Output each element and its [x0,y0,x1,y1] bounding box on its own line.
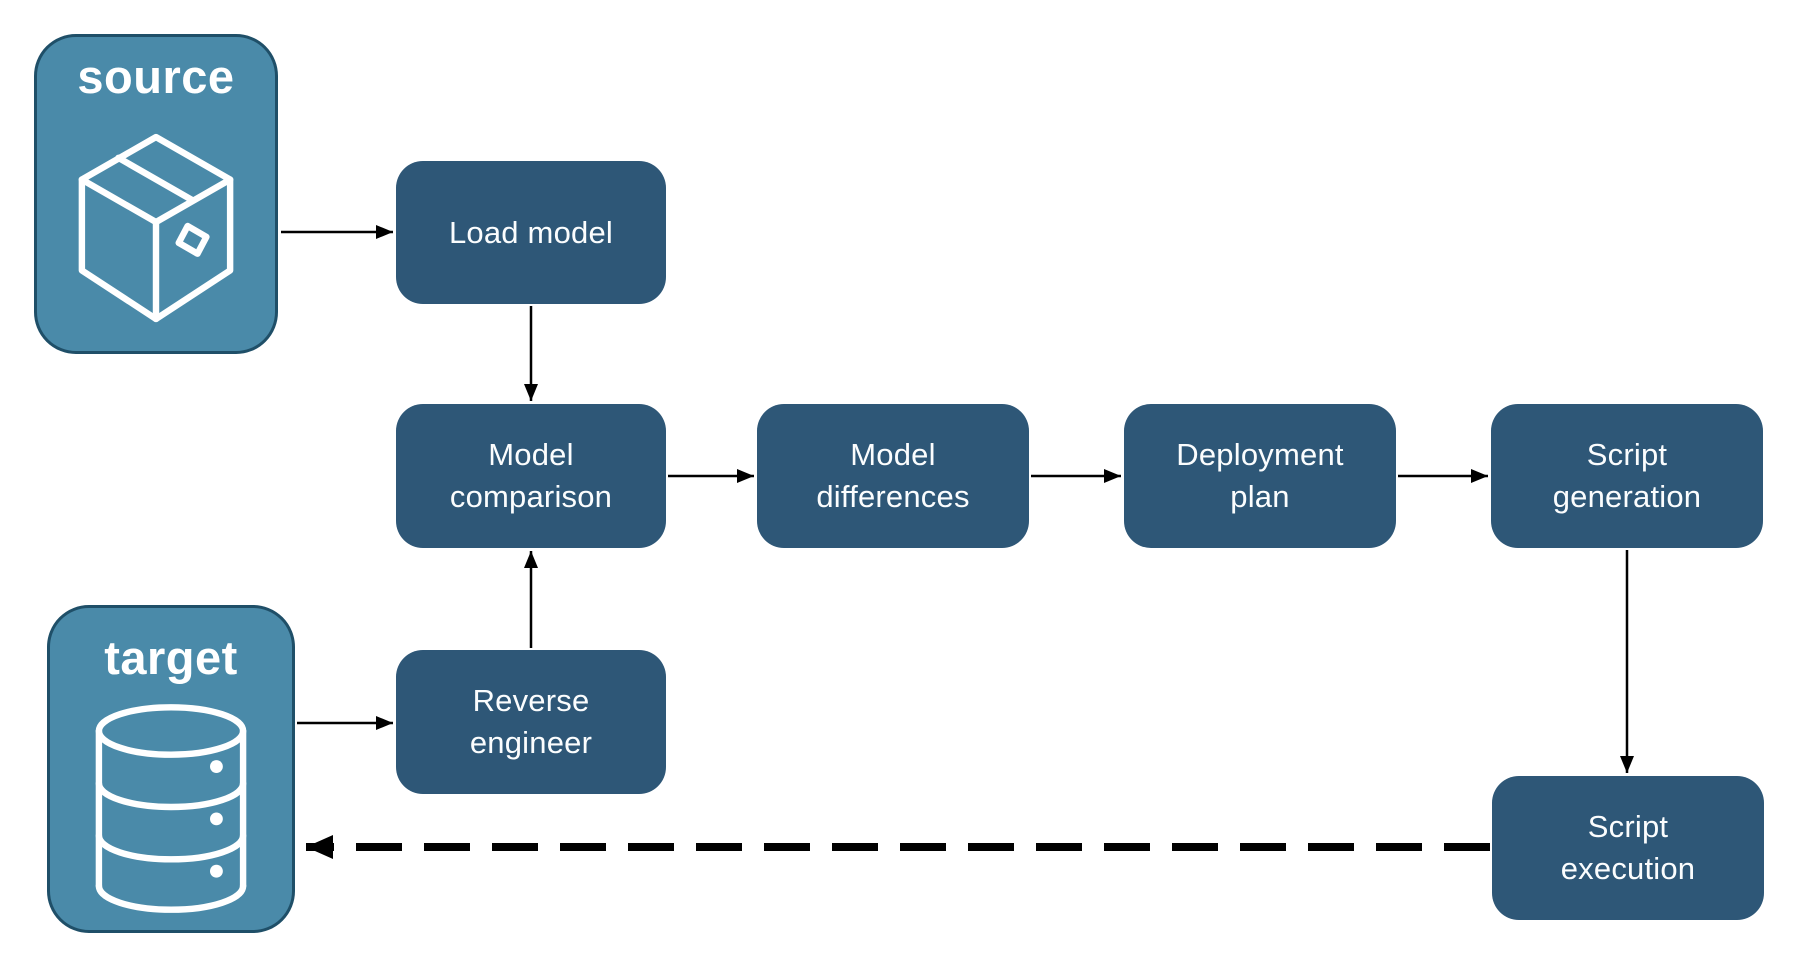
node-reverse-engineer: Reverse engineer [396,650,666,794]
source-label: source [77,50,235,103]
target-label: target [104,631,238,684]
package-icon [72,104,240,351]
target-container: target [47,605,295,933]
node-model-comparison: Model comparison [396,404,666,548]
node-deployment-plan: Deployment plan [1124,404,1396,548]
node-script-generation: Script generation [1491,404,1763,548]
node-load-model: Load model [396,161,666,304]
node-model-differences: Model differences [757,404,1029,548]
database-icon [92,685,250,930]
node-script-execution: Script execution [1492,776,1764,920]
source-container: source [34,34,278,354]
